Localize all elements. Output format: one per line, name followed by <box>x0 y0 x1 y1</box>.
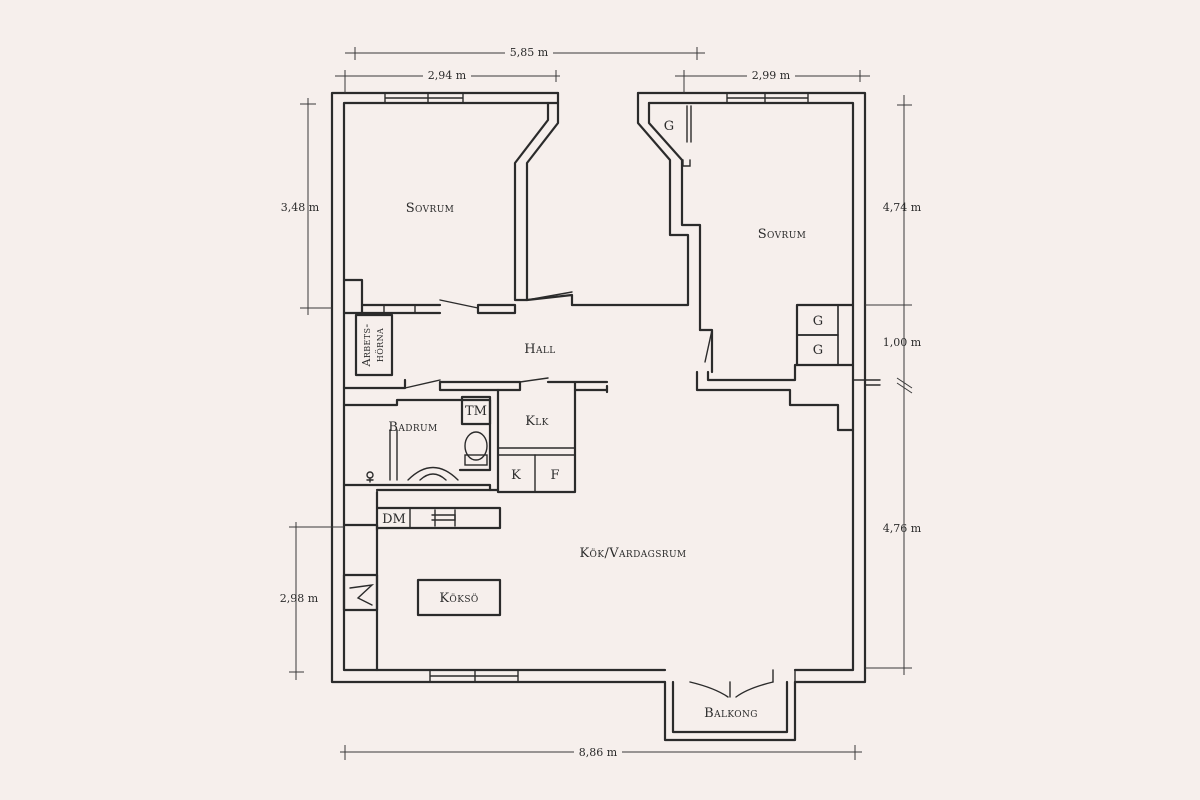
room-label-workspace-line2: hörna <box>373 328 386 362</box>
wardrobe-label-3: G <box>813 343 823 358</box>
room-labels: Sovrum Sovrum Hall Badrum Klk Kök/Vardag… <box>360 201 806 721</box>
kitchen-walls <box>342 490 502 672</box>
balcony-walls <box>663 680 797 742</box>
dim-left-bedroom-width: 2,94 m <box>428 69 467 82</box>
room-label-right-bedroom: Sovrum <box>758 227 807 242</box>
washer-label: TM <box>465 404 487 419</box>
room-label-balcony: Balkong <box>704 706 758 721</box>
room-label-hall: Hall <box>524 342 555 357</box>
closet-and-appliances <box>488 388 577 494</box>
right-bedroom-walls <box>570 91 881 432</box>
fridge-label: K <box>511 468 521 483</box>
wardrobe-boxes <box>796 304 839 366</box>
dimension-lines <box>289 47 913 760</box>
room-label-bathroom: Badrum <box>388 420 437 435</box>
room-label-workspace-line1: Arbets- <box>360 323 373 367</box>
dim-right-bedroom-width: 2,99 m <box>752 69 791 82</box>
freezer-label: F <box>550 468 559 483</box>
dimension-labels: 5,85 m 2,94 m 2,99 m 3,48 m 4,74 m 1,00 … <box>280 45 922 759</box>
dim-total-bottom: 8,86 m <box>579 746 618 759</box>
room-label-left-bedroom: Sovrum <box>406 201 455 216</box>
wardrobe-label-1: G <box>664 119 674 134</box>
outer-walls <box>330 91 867 684</box>
dim-kitchen-height: 2,98 m <box>280 592 319 605</box>
fixture-labels: G G G TM DM K F <box>382 119 823 527</box>
dim-right-bedroom-height: 4,74 m <box>883 201 922 214</box>
dim-living-height: 4,76 m <box>883 522 922 535</box>
dim-right-gap: 1,00 m <box>883 336 922 349</box>
wardrobe-label-2: G <box>813 314 823 329</box>
dishwasher-label: DM <box>382 512 406 527</box>
room-label-closet: Klk <box>525 414 549 429</box>
room-label-kitchen-island: Köksö <box>439 591 478 606</box>
left-bedroom-walls <box>342 91 560 315</box>
room-label-kitchen-living: Kök/Vardagsrum <box>579 546 686 561</box>
bathroom-walls <box>342 395 492 492</box>
hall-walls <box>342 291 609 394</box>
dim-total-top: 5,85 m <box>510 46 549 59</box>
dim-left-bedroom-height: 3,48 m <box>281 201 320 214</box>
